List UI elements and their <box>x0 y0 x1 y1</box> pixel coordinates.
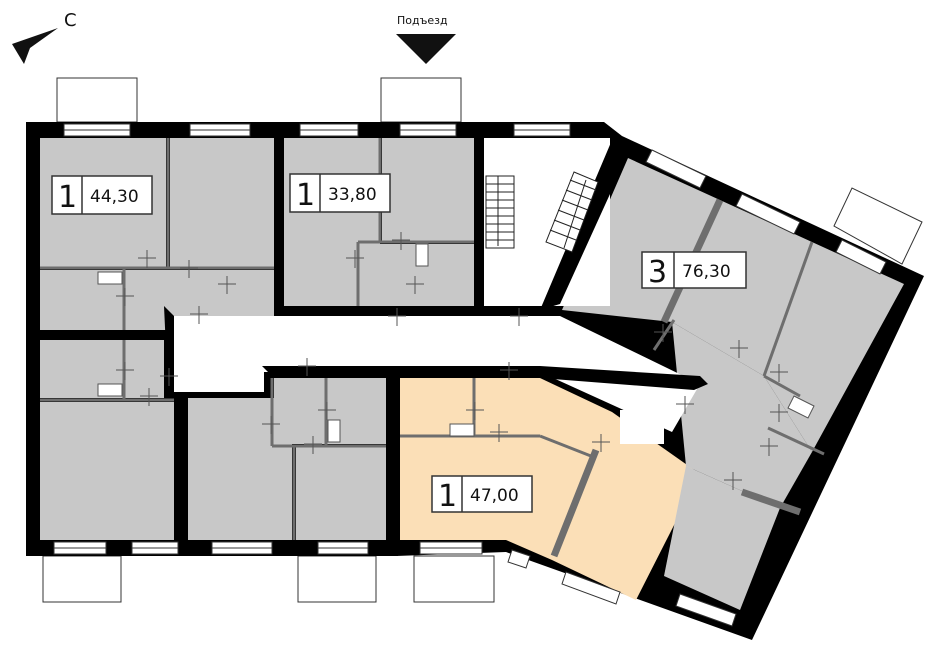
shaft <box>620 410 664 444</box>
door-marks <box>116 232 788 490</box>
apartment-rooms: 1 <box>438 479 457 514</box>
fixtures <box>97 243 815 443</box>
apartment-area: 33,80 <box>328 185 377 205</box>
apartment-label-1: 1 44,30 <box>51 175 153 215</box>
balcony <box>56 77 138 123</box>
apartment-2-rooms <box>284 138 474 306</box>
window-mullions <box>54 129 570 549</box>
apartment-rooms: 3 <box>648 255 667 290</box>
apartment-rooms: 1 <box>296 178 315 213</box>
apartment-1-rooms <box>40 138 274 330</box>
entrance-marker: Подъезд <box>396 14 456 64</box>
left-apartment-rooms <box>40 340 174 540</box>
apartment-rooms: 1 <box>58 180 77 215</box>
apartment-label-2: 1 33,80 <box>289 173 391 213</box>
north-arrow-icon <box>12 28 58 64</box>
compass-letter: С <box>64 10 77 31</box>
balcony <box>413 555 495 603</box>
balcony <box>380 77 462 123</box>
balcony <box>42 555 122 603</box>
apartment-label-4: 1 47,00 <box>431 475 533 514</box>
apartment-label-3: 3 76,30 <box>641 251 747 290</box>
compass: С <box>12 10 77 64</box>
apartment-area: 76,30 <box>682 262 731 282</box>
apartment-area: 47,00 <box>470 486 519 506</box>
interior-walls <box>26 122 708 556</box>
middle-apartment-rooms <box>188 378 386 540</box>
entrance-arrow-icon <box>396 34 456 64</box>
entrance-label: Подъезд <box>397 14 448 27</box>
balcony <box>297 555 377 603</box>
balcony <box>833 187 923 265</box>
stairs <box>485 171 599 253</box>
partitions <box>40 138 825 540</box>
corridor <box>174 316 700 432</box>
apartment-3-rooms <box>562 158 904 610</box>
apartment-area: 44,30 <box>90 187 139 207</box>
